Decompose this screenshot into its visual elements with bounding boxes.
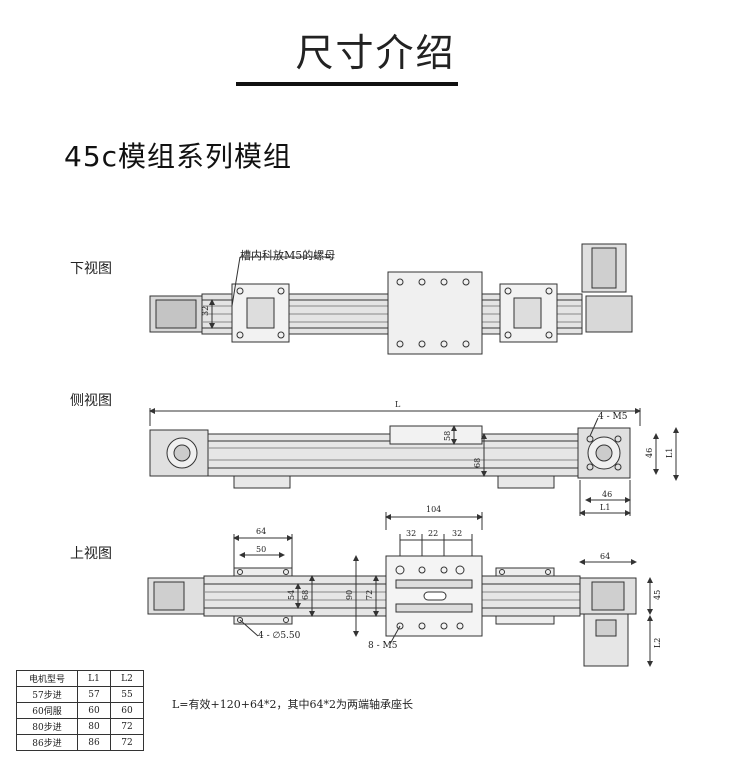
eight-m5-note: 8 - M5: [368, 641, 398, 651]
slot-nut-note: 槽内科放M5的螺母: [240, 249, 336, 262]
cell-L1: 80: [77, 718, 111, 735]
table-header-row: 电机型号 L1 L2: [16, 670, 144, 687]
dim-32-bottom: 32: [201, 306, 210, 316]
header-L1: L1: [77, 670, 111, 687]
dim-46-vertical: 46: [645, 448, 654, 458]
cell-L1: 60: [77, 702, 111, 719]
table-row: 86步进 86 72: [16, 734, 144, 751]
top-view-label: 上视图: [70, 546, 112, 562]
motor-spec-table: 电机型号 L1 L2 57步进 57 55 60伺服 60 60 80步进 80…: [16, 670, 144, 751]
dim-68-top: 68: [301, 590, 310, 600]
dim-32-left: 32: [406, 529, 416, 538]
dim-104: 104: [426, 505, 441, 514]
cell-motor: 57步进: [16, 686, 78, 703]
cell-L1: 57: [77, 686, 111, 703]
product-series-title: 45c模组系列模组: [64, 140, 293, 173]
dim-22: 22: [428, 529, 438, 538]
dim-54: 54: [287, 590, 296, 600]
dim-L2: L2: [653, 638, 662, 648]
dim-64-right: 64: [600, 552, 610, 561]
title-underline: [236, 82, 458, 86]
cell-motor: 86步进: [16, 734, 78, 751]
table-row: 80步进 80 72: [16, 718, 144, 735]
dim-L1-vertical: L1: [665, 448, 674, 458]
cell-L1: 86: [77, 734, 111, 751]
bottom-view-label: 下视图: [70, 261, 112, 277]
dim-90: 90: [345, 590, 354, 600]
dim-68: 68: [473, 458, 482, 468]
side-view-label: 侧视图: [70, 393, 112, 409]
table-row: 57步进 57 55: [16, 686, 144, 703]
four-phi-note: 4 - ∅5.50: [258, 631, 301, 641]
dim-L-overall: L: [395, 400, 401, 409]
header-L2: L2: [110, 670, 144, 687]
length-formula-note: L=有效+120+64*2，其中64*2为两端轴承座长: [172, 698, 413, 711]
cell-L2: 72: [110, 734, 144, 751]
dim-46-horizontal: 46: [602, 490, 612, 499]
dim-58: 58: [443, 431, 452, 441]
dim-72: 72: [365, 590, 374, 600]
table-row: 60伺服 60 60: [16, 702, 144, 719]
dim-64-left: 64: [256, 527, 266, 536]
dim-45: 45: [653, 590, 662, 600]
four-m5-note: 4 - M5: [598, 412, 628, 422]
page-title: 尺寸介绍: [295, 31, 456, 75]
cell-motor: 80步进: [16, 718, 78, 735]
side-view-drawing: [149, 408, 679, 516]
dim-50: 50: [256, 545, 266, 554]
dim-L1-horizontal: L1: [600, 503, 610, 512]
header-motor-model: 电机型号: [16, 670, 78, 687]
bottom-view-drawing: [149, 243, 633, 355]
top-view-drawing: [147, 512, 653, 667]
cell-motor: 60伺服: [16, 702, 78, 719]
cell-L2: 72: [110, 718, 144, 735]
cell-L2: 60: [110, 702, 144, 719]
dim-32-right: 32: [452, 529, 462, 538]
cell-L2: 55: [110, 686, 144, 703]
